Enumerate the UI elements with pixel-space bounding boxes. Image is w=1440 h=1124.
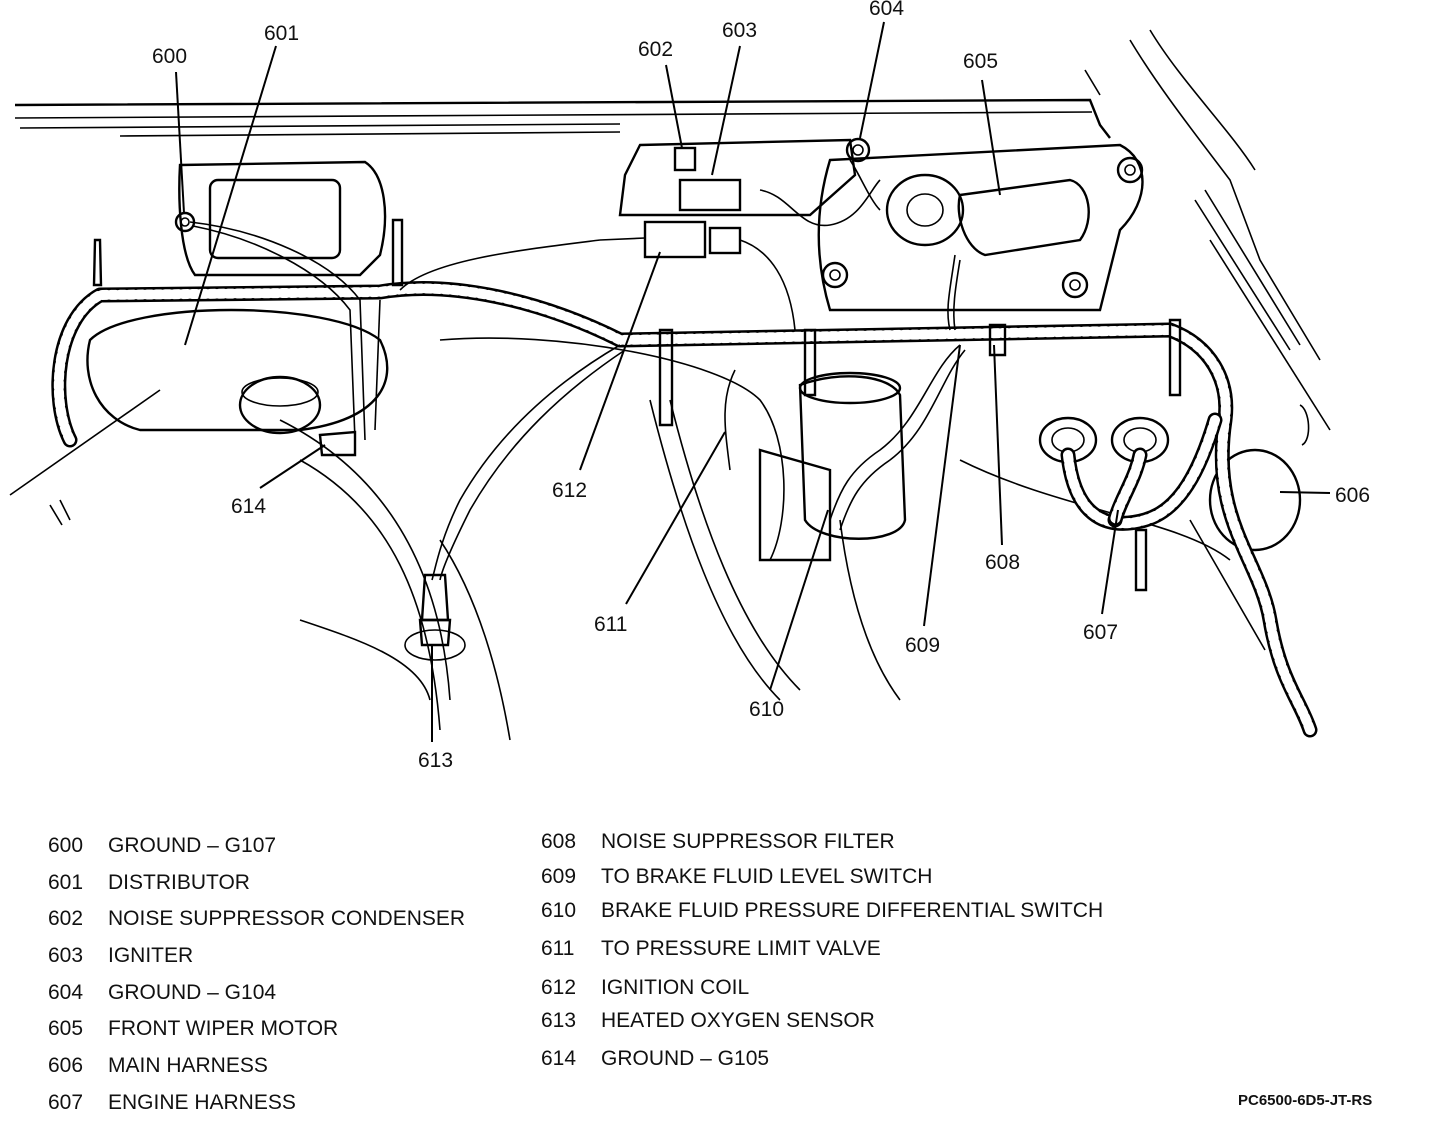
legend-text: IGNITION COIL — [601, 976, 750, 999]
callout-603: 603 — [722, 19, 757, 42]
callout-605: 605 — [963, 50, 998, 73]
legend-item: 600 GROUND – G107 — [48, 834, 276, 858]
callout-602: 602 — [638, 38, 673, 61]
legend-text: TO BRAKE FLUID LEVEL SWITCH — [601, 865, 933, 888]
legend-item: 607 ENGINE HARNESS — [48, 1091, 296, 1115]
branch-wires — [189, 159, 966, 581]
legend-number: 606 — [48, 1054, 84, 1077]
legend-text: IGNITER — [108, 944, 194, 967]
leader-lines — [175, 21, 1331, 742]
callout-610: 610 — [749, 698, 784, 721]
callout-608: 608 — [985, 551, 1020, 574]
main-harness — [51, 281, 1318, 738]
legend-text: NOISE SUPPRESSOR FILTER — [601, 830, 895, 853]
legend-number: 610 — [541, 899, 577, 922]
legend-item: 602 NOISE SUPPRESSOR CONDENSER — [48, 907, 465, 931]
callout-611: 611 — [594, 613, 627, 636]
legend-text: NOISE SUPPRESSOR CONDENSER — [108, 907, 466, 930]
wiper-mount-plate — [817, 143, 1144, 312]
callout-labels: 600 601 602 603 604 605 606 607 608 609 … — [152, 0, 1370, 772]
legend-text: MAIN HARNESS — [108, 1054, 268, 1077]
callout-613: 613 — [418, 749, 453, 772]
callout-606: 606 — [1335, 484, 1370, 507]
legend-item: 614 GROUND – G105 — [541, 1047, 769, 1071]
harness-clips — [92, 218, 1182, 592]
legend-number: 611 — [541, 937, 575, 960]
legend-item: 613 HEATED OXYGEN SENSOR — [541, 1009, 875, 1033]
legend-number: 607 — [48, 1091, 84, 1114]
legend-item: 605 FRONT WIPER MOTOR — [48, 1017, 338, 1041]
legend-text: GROUND – G107 — [108, 834, 277, 857]
legend-text: DISTRIBUTOR — [108, 871, 250, 894]
legend-item: 608 NOISE SUPPRESSOR FILTER — [541, 830, 895, 854]
legend-item: 603 IGNITER — [48, 944, 193, 968]
legend-number: 608 — [541, 830, 577, 853]
igniter-module — [599, 138, 857, 259]
fender-arcs — [279, 399, 1231, 741]
legend-text: FRONT WIPER MOTOR — [108, 1017, 339, 1040]
callout-614: 614 — [231, 495, 266, 518]
legend-left: 600 GROUND – G107 601 DISTRIBUTOR 602 NOISE… — [48, 830, 528, 1120]
callout-601: 601 — [264, 22, 299, 45]
legend-number: 605 — [48, 1017, 84, 1040]
legend-number: 600 — [48, 834, 84, 857]
legend-item: 604 GROUND – G104 — [48, 981, 276, 1005]
ground-g105-terminal — [318, 430, 357, 457]
legend-number: 609 — [541, 865, 577, 888]
legend-text: BRAKE FLUID PRESSURE DIFFERENTIAL SWITCH — [601, 899, 1104, 922]
engine-compartment-drawing: 600 601 602 603 604 605 606 607 608 609 … — [9, 0, 1370, 772]
legend-text: TO PRESSURE LIMIT VALVE — [601, 937, 881, 960]
oxygen-sensor — [404, 573, 466, 661]
legend-right: 608 NOISE SUPPRESSOR FILTER 609 TO BRAKE F… — [541, 826, 1161, 1086]
callout-612: 612 — [552, 479, 587, 502]
legend-number: 613 — [541, 1009, 577, 1032]
legend-text: GROUND – G105 — [601, 1047, 770, 1070]
reference-code: PC6500-6D5-JT-RS — [1238, 1092, 1373, 1109]
legend-text: GROUND – G104 — [108, 981, 277, 1004]
callout-607: 607 — [1083, 621, 1118, 644]
legend-number: 602 — [48, 907, 84, 930]
legend-number: 612 — [541, 976, 577, 999]
ground-g104-eyelet — [845, 137, 871, 163]
ground-g107-eyelet — [174, 211, 196, 233]
legend-item: 612 IGNITION COIL — [541, 976, 749, 1000]
legend-item: 606 MAIN HARNESS — [48, 1054, 268, 1078]
firewall-grommets — [1038, 404, 1310, 552]
engine-harness — [1060, 412, 1223, 531]
legend-number: 601 — [48, 871, 84, 894]
callout-604: 604 — [869, 0, 904, 20]
left-access-plate — [178, 160, 387, 277]
legend-number: 603 — [48, 944, 84, 967]
legend-item: 610 BRAKE FLUID PRESSURE DIFFERENTIAL SWI… — [541, 899, 1103, 923]
wiper-motor-body — [885, 173, 1090, 257]
callout-609: 609 — [905, 634, 940, 657]
legend-item: 609 TO BRAKE FLUID LEVEL SWITCH — [541, 865, 932, 889]
legend-number: 614 — [541, 1047, 577, 1070]
legend-item: 611 TO PRESSURE LIMIT VALVE — [541, 937, 881, 961]
legend-item: 601 DISTRIBUTOR — [48, 871, 250, 895]
legend-text: HEATED OXYGEN SENSOR — [601, 1009, 875, 1032]
callout-600: 600 — [152, 45, 187, 68]
firewall-outline — [14, 29, 1331, 651]
reservoir-assembly — [9, 308, 389, 526]
brake-master-cylinder — [439, 337, 907, 562]
legend-text: ENGINE HARNESS — [108, 1091, 296, 1114]
legend-number: 604 — [48, 981, 84, 1004]
